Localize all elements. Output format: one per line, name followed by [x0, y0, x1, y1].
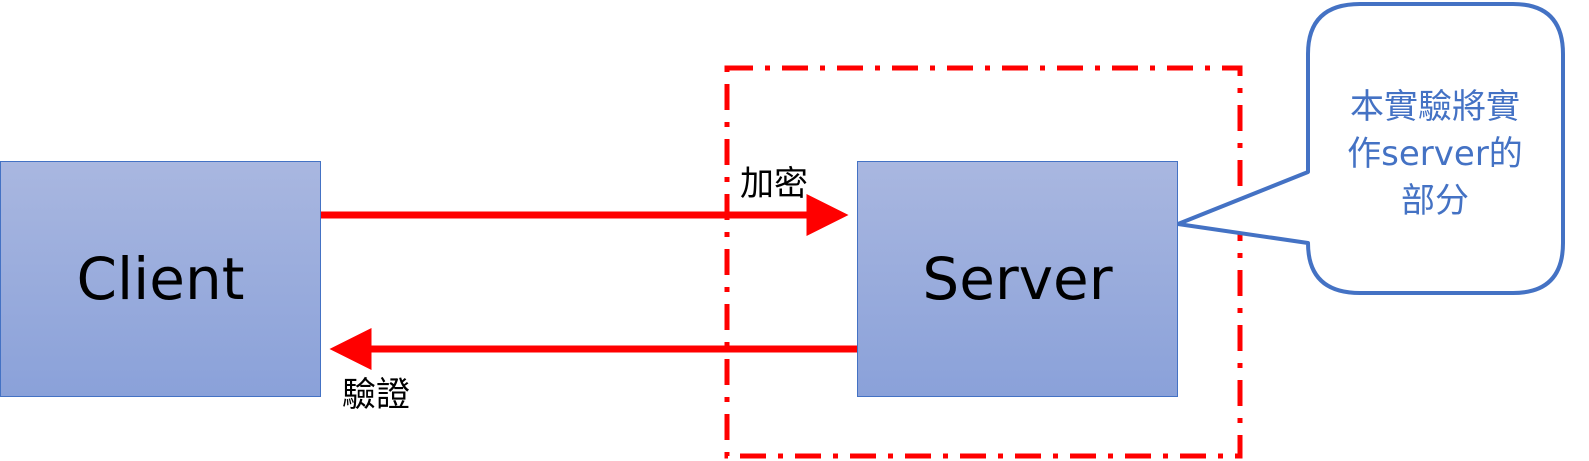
- client-node: Client: [0, 161, 321, 397]
- callout-line: 作server的: [1347, 134, 1523, 174]
- server-node: Server: [857, 161, 1178, 397]
- client-label: Client: [76, 245, 245, 313]
- server-label: Server: [922, 245, 1113, 313]
- callout-line: 本實驗將實: [1350, 87, 1520, 127]
- response-arrow-label: 驗證: [342, 375, 410, 415]
- callout-text: 本實驗將實 作server的 部分: [1322, 84, 1548, 225]
- request-arrow-label: 加密: [740, 164, 808, 204]
- callout-line: 部分: [1401, 181, 1469, 221]
